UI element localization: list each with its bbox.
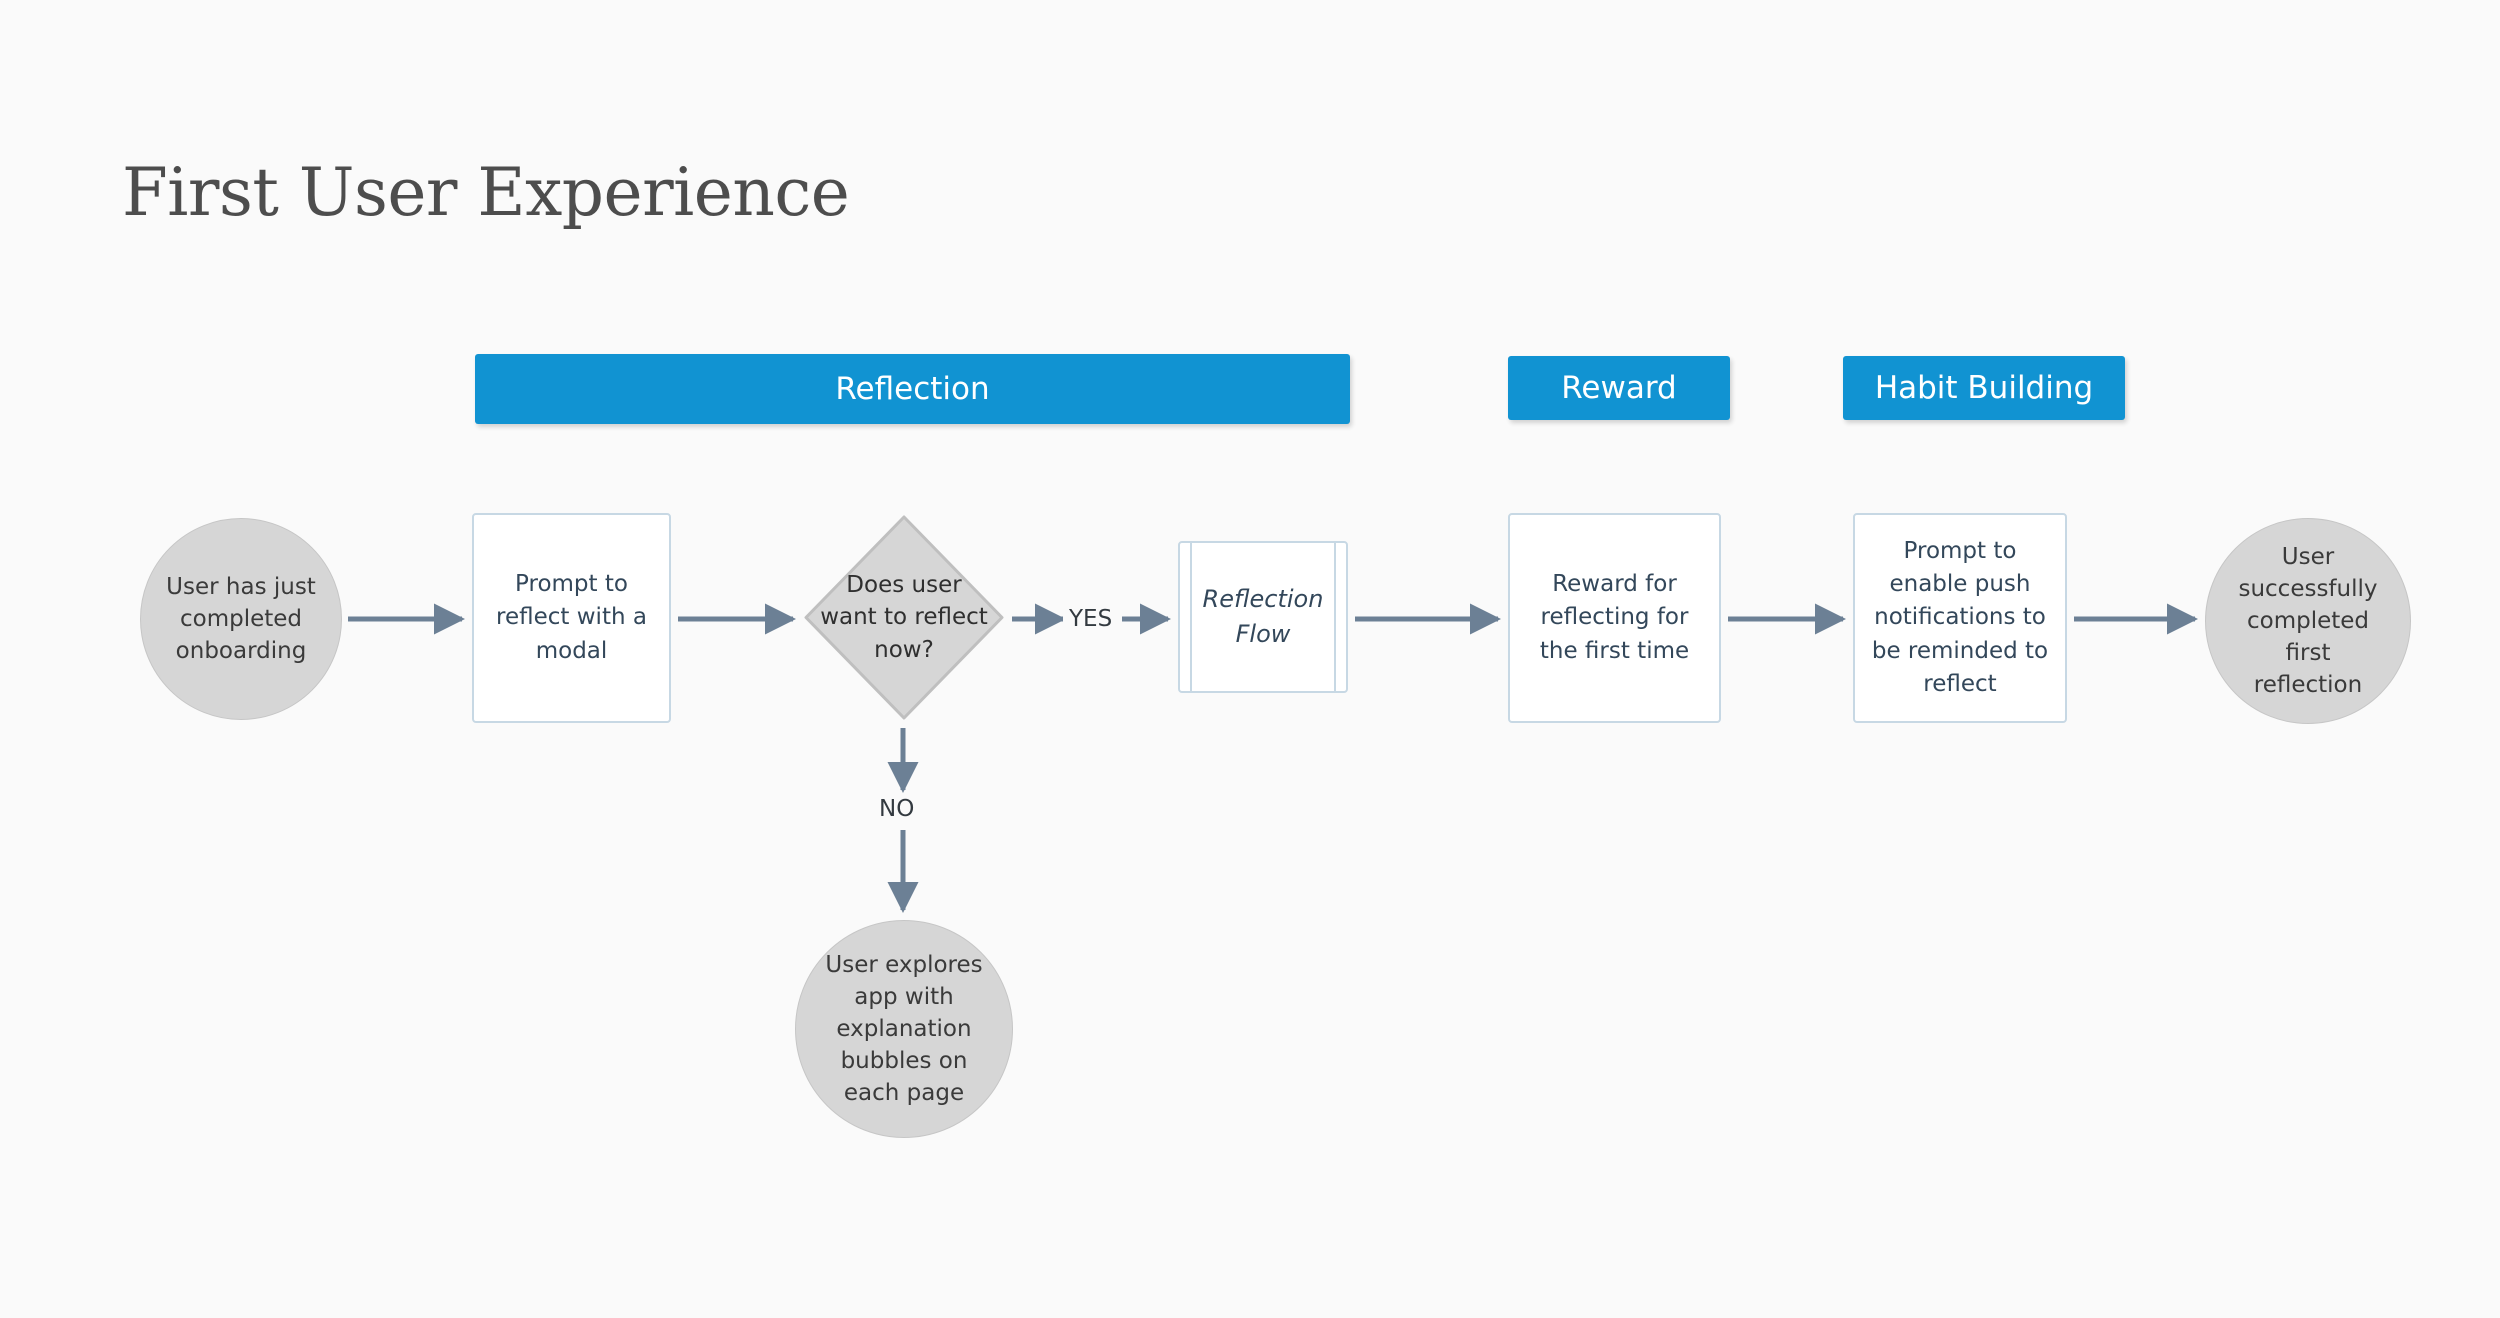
phase-banner-reflection[interactable]: Reflection xyxy=(475,354,1350,424)
node-push-notifications-label: Prompt to enable push notifications to b… xyxy=(1871,537,2049,698)
node-reward-label: Reward for reflecting for the first time xyxy=(1539,570,1690,664)
node-start[interactable]: User has just completed onboarding xyxy=(140,518,342,720)
node-prompt-modal-label: Prompt to reflect with a modal xyxy=(496,570,647,664)
phase-banner-reflection-label: Reflection xyxy=(835,371,990,407)
phase-banner-reward[interactable]: Reward xyxy=(1508,356,1730,420)
phase-banner-reward-label: Reward xyxy=(1561,370,1677,406)
node-reflection-flow-label: Reflection Flow xyxy=(1202,585,1324,648)
subprocess-right-bar-icon xyxy=(1334,541,1336,693)
node-decision[interactable]: Does user want to reflect now? xyxy=(803,514,1005,721)
phase-banner-habit-building-label: Habit Building xyxy=(1874,370,2094,406)
edge-label-no: NO xyxy=(873,796,921,822)
node-reflection-flow[interactable]: Reflection Flow xyxy=(1178,541,1348,693)
diamond-shape-icon xyxy=(804,515,1004,720)
node-decision-label: Does user want to reflect now? xyxy=(820,572,988,663)
node-start-label: User has just completed onboarding xyxy=(166,573,316,665)
node-explore-app[interactable]: User explores app with explanation bubbl… xyxy=(795,920,1013,1138)
edge-label-yes: YES xyxy=(1063,606,1119,632)
phase-banner-habit-building[interactable]: Habit Building xyxy=(1843,356,2125,420)
subprocess-left-bar-icon xyxy=(1190,541,1192,693)
node-explore-app-label: User explores app with explanation bubbl… xyxy=(825,951,983,1107)
page-title: First User Experience xyxy=(122,154,850,231)
node-push-notifications[interactable]: Prompt to enable push notifications to b… xyxy=(1853,513,2067,723)
node-end[interactable]: User successfully completed first reflec… xyxy=(2205,518,2411,724)
node-reward[interactable]: Reward for reflecting for the first time xyxy=(1508,513,1721,723)
node-prompt-modal[interactable]: Prompt to reflect with a modal xyxy=(472,513,671,723)
node-end-label: User successfully completed first reflec… xyxy=(2238,543,2378,699)
